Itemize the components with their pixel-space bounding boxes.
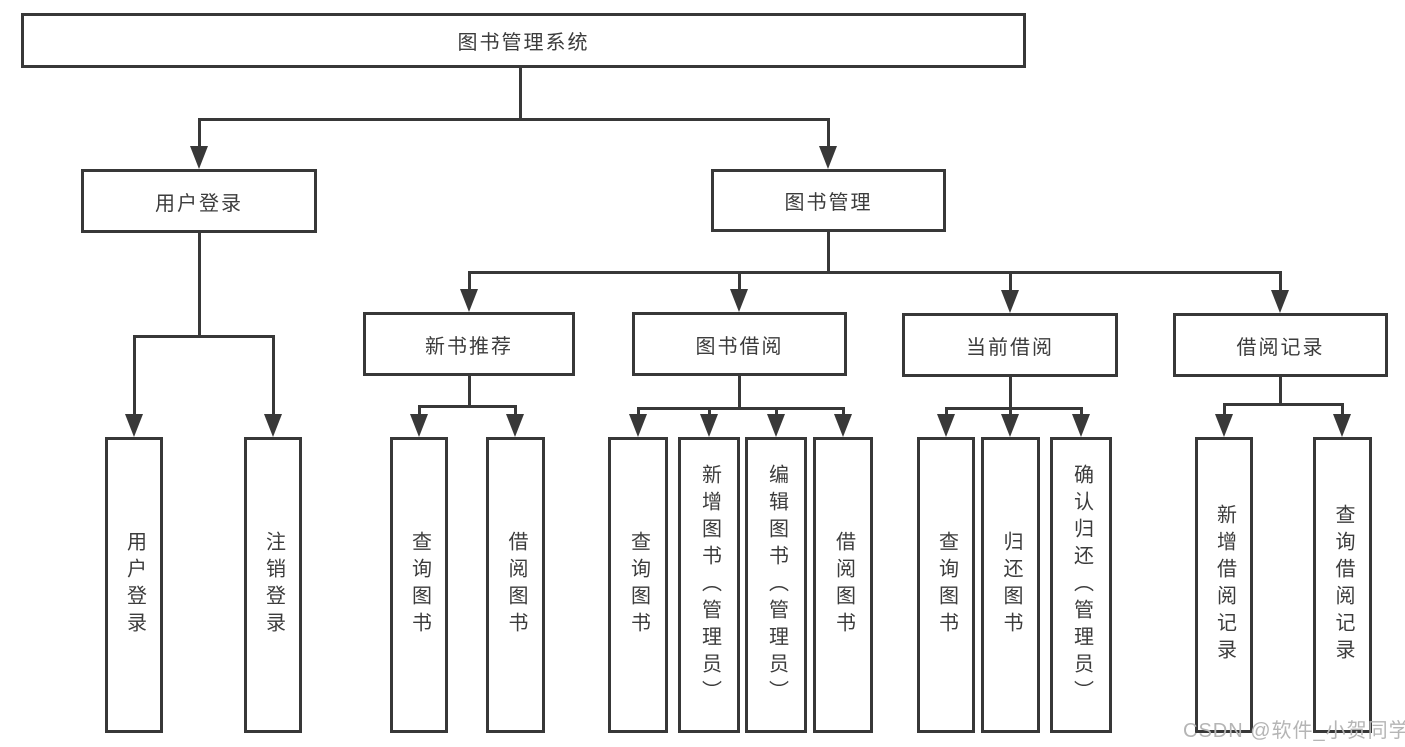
node-book-borrow-label: 图书借阅 — [695, 335, 784, 358]
arrow-to-new-books — [460, 271, 478, 312]
node-user-login-label: 用户登录 — [155, 192, 243, 215]
node-current-borrow: 当前借阅 — [902, 313, 1118, 377]
leaf-br-add-record: 新增借阅记录 — [1195, 437, 1253, 733]
leaf-cb-return-books-label: 归还图书 — [1000, 531, 1022, 639]
leaf-user-login-label: 用户登录 — [123, 531, 146, 639]
arrow-to-leaf-nb-query — [410, 405, 428, 437]
arrow-to-current-borrow — [1001, 271, 1019, 313]
node-book-management-label: 图书管理 — [784, 192, 873, 214]
connector-borrow-records-rail — [1223, 403, 1344, 406]
node-borrow-records: 借阅记录 — [1173, 313, 1388, 377]
connector-current-borrow-rail — [945, 407, 1083, 410]
node-root-label: 图书管理系统 — [457, 32, 590, 54]
node-user-login: 用户登录 — [81, 169, 317, 233]
leaf-br-add-record-label: 新增借阅记录 — [1213, 504, 1236, 666]
connector-borrow-records-stem — [1279, 377, 1282, 406]
connector-level1-rail — [198, 118, 830, 121]
leaf-br-query-record-label: 查询借阅记录 — [1332, 504, 1354, 666]
node-new-book-recommend: 新书推荐 — [363, 312, 575, 376]
leaf-cb-confirm-return-label: 确认归还（管理员） — [1070, 463, 1093, 707]
connector-root-stem — [519, 68, 522, 120]
leaf-bb-add-books-label: 新增图书（管理员） — [698, 463, 721, 707]
leaf-br-query-record: 查询借阅记录 — [1313, 437, 1372, 733]
leaf-nb-borrow-books-label: 借阅图书 — [505, 531, 527, 639]
connector-new-books-stem — [468, 376, 471, 407]
leaf-cb-confirm-return: 确认归还（管理员） — [1050, 437, 1112, 733]
connector-book-mgmt-stem — [827, 232, 830, 273]
leaf-nb-query-books-label: 查询图书 — [408, 531, 431, 639]
connector-user-login-stem — [198, 233, 201, 337]
leaf-bb-query-books: 查询图书 — [608, 437, 668, 733]
node-root: 图书管理系统 — [21, 13, 1026, 68]
arrow-to-leaf-bb-add — [700, 407, 718, 437]
leaf-nb-query-books: 查询图书 — [390, 437, 448, 733]
leaf-bb-borrow-books: 借阅图书 — [813, 437, 873, 733]
node-borrow-records-label: 借阅记录 — [1236, 336, 1325, 359]
arrow-to-leaf-logout — [264, 335, 282, 437]
connector-book-borrow-stem — [738, 376, 741, 409]
leaf-bb-add-books: 新增图书（管理员） — [678, 437, 740, 733]
connector-user-login-rail — [133, 335, 275, 338]
leaf-bb-borrow-books-label: 借阅图书 — [832, 531, 855, 639]
node-current-borrow-label: 当前借阅 — [966, 336, 1054, 359]
leaf-bb-edit-books-label: 编辑图书（管理员） — [765, 463, 788, 707]
arrow-to-leaf-bb-borrow — [834, 407, 852, 437]
arrow-to-borrow-records — [1271, 271, 1289, 313]
arrow-to-leaf-nb-borrow — [506, 405, 524, 437]
leaf-bb-query-books-label: 查询图书 — [627, 531, 650, 639]
leaf-logout-label: 注销登录 — [262, 531, 285, 639]
arrow-to-leaf-bb-query — [629, 407, 647, 437]
arrow-to-leaf-cb-return — [1001, 407, 1019, 437]
leaf-cb-return-books: 归还图书 — [981, 437, 1040, 733]
csdn-watermark: CSDN @软件_小贺同学 — [1183, 720, 1405, 742]
arrow-to-leaf-bb-edit — [767, 407, 785, 437]
arrow-to-leaf-cb-confirm — [1072, 407, 1090, 437]
connector-level2-rail — [468, 271, 1282, 274]
arrow-to-leaf-br-add — [1215, 403, 1233, 437]
arrow-to-leaf-user-login — [125, 335, 143, 437]
connector-current-borrow-stem — [1009, 377, 1012, 409]
arrow-to-book-borrow — [730, 271, 748, 312]
node-book-management: 图书管理 — [711, 169, 946, 232]
leaf-bb-edit-books: 编辑图书（管理员） — [745, 437, 807, 733]
leaf-cb-query-books-label: 查询图书 — [935, 531, 958, 639]
leaf-nb-borrow-books: 借阅图书 — [486, 437, 545, 733]
node-new-book-recommend-label: 新书推荐 — [425, 335, 513, 358]
node-book-borrow: 图书借阅 — [632, 312, 847, 376]
leaf-user-login: 用户登录 — [105, 437, 163, 733]
connector-new-books-rail — [418, 405, 517, 408]
leaf-logout: 注销登录 — [244, 437, 302, 733]
arrow-to-leaf-cb-query — [937, 407, 955, 437]
arrow-to-book-mgmt — [819, 118, 837, 169]
leaf-cb-query-books: 查询图书 — [917, 437, 975, 733]
arrow-to-user-login — [190, 118, 208, 169]
arrow-to-leaf-br-query — [1333, 403, 1351, 437]
connector-book-borrow-rail — [637, 407, 845, 410]
